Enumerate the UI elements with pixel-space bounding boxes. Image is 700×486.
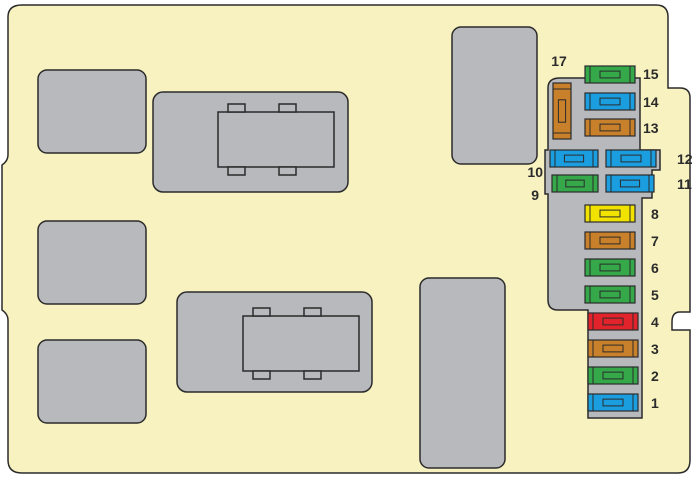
connector-socket [242,315,360,372]
fuse-window [599,290,621,299]
fuse-17 [552,82,572,140]
connector-pin [227,103,246,113]
fuse-window [563,154,585,163]
fuse-window [602,371,624,380]
fuse-window [557,99,567,123]
connector-pin [278,103,297,113]
relay-block [37,69,147,154]
connector-pin [252,370,271,380]
fuse-2 [587,366,639,385]
fuse-5 [584,285,636,304]
fuse-body [584,204,636,223]
fuse-12 [605,149,657,168]
fuse-label-17: 17 [551,53,567,69]
fuse-6 [584,258,636,277]
fuse-label-10: 10 [527,164,543,180]
fuse-body [551,174,599,193]
fuse-1 [587,393,639,412]
fuse-label-4: 4 [651,314,659,330]
fuse-label-11: 11 [677,176,692,192]
fuse-window [620,154,642,163]
fuse-window [599,236,621,245]
fuse-window [599,209,621,218]
fuse-body [549,149,599,168]
fuse-window [599,97,621,106]
fuse-label-3: 3 [651,341,659,357]
fuse-label-2: 2 [651,368,659,384]
fuse-window [599,123,621,132]
fuse-body [584,285,636,304]
fuse-11 [605,174,655,193]
connector-pin [303,307,322,317]
fuse-body [584,118,636,137]
relay-block [37,339,147,424]
relay-block-tall [451,26,538,165]
connector-socket [217,111,335,168]
fuse-window [602,398,624,407]
fuse-4 [587,312,639,331]
fuse-window [602,317,624,326]
fuse-label-1: 1 [651,395,659,411]
fuse-label-9: 9 [531,187,539,203]
fuse-14 [584,92,636,111]
fuse-body [584,231,636,250]
fuse-9 [551,174,599,193]
fuse-8 [584,204,636,223]
connector-pin [227,166,246,176]
fuse-10 [549,149,599,168]
fuse-body [552,82,572,140]
fuse-body [587,393,639,412]
fuse-body [587,366,639,385]
fuse-body [587,339,639,358]
connector-pin [278,166,297,176]
fuse-body [584,258,636,277]
fuse-body [584,65,636,84]
fuse-body [605,174,655,193]
fuse-label-13: 13 [643,120,659,136]
relay-block [37,220,147,305]
fuse-label-8: 8 [651,206,659,222]
fuse-label-14: 14 [643,94,659,110]
fuse-label-15: 15 [643,66,659,82]
fuse-label-7: 7 [651,233,659,249]
fuse-array [549,65,657,412]
fuse-window [619,179,641,188]
connector-pin [252,307,271,317]
fuse-window [565,179,585,188]
fuse-window [599,70,621,79]
fuse-body [587,312,639,331]
fuse-window [602,344,624,353]
connector-pin [303,370,322,380]
fuse-3 [587,339,639,358]
fuse-body [605,149,657,168]
fuse-15 [584,65,636,84]
fuse-13 [584,118,636,137]
fuse-label-6: 6 [651,260,659,276]
fuse-label-5: 5 [651,287,659,303]
relay-block-tall [419,277,506,469]
fuse-window [599,263,621,272]
fuse-label-12: 12 [677,151,693,167]
fuse-7 [584,231,636,250]
fuse-body [584,92,636,111]
